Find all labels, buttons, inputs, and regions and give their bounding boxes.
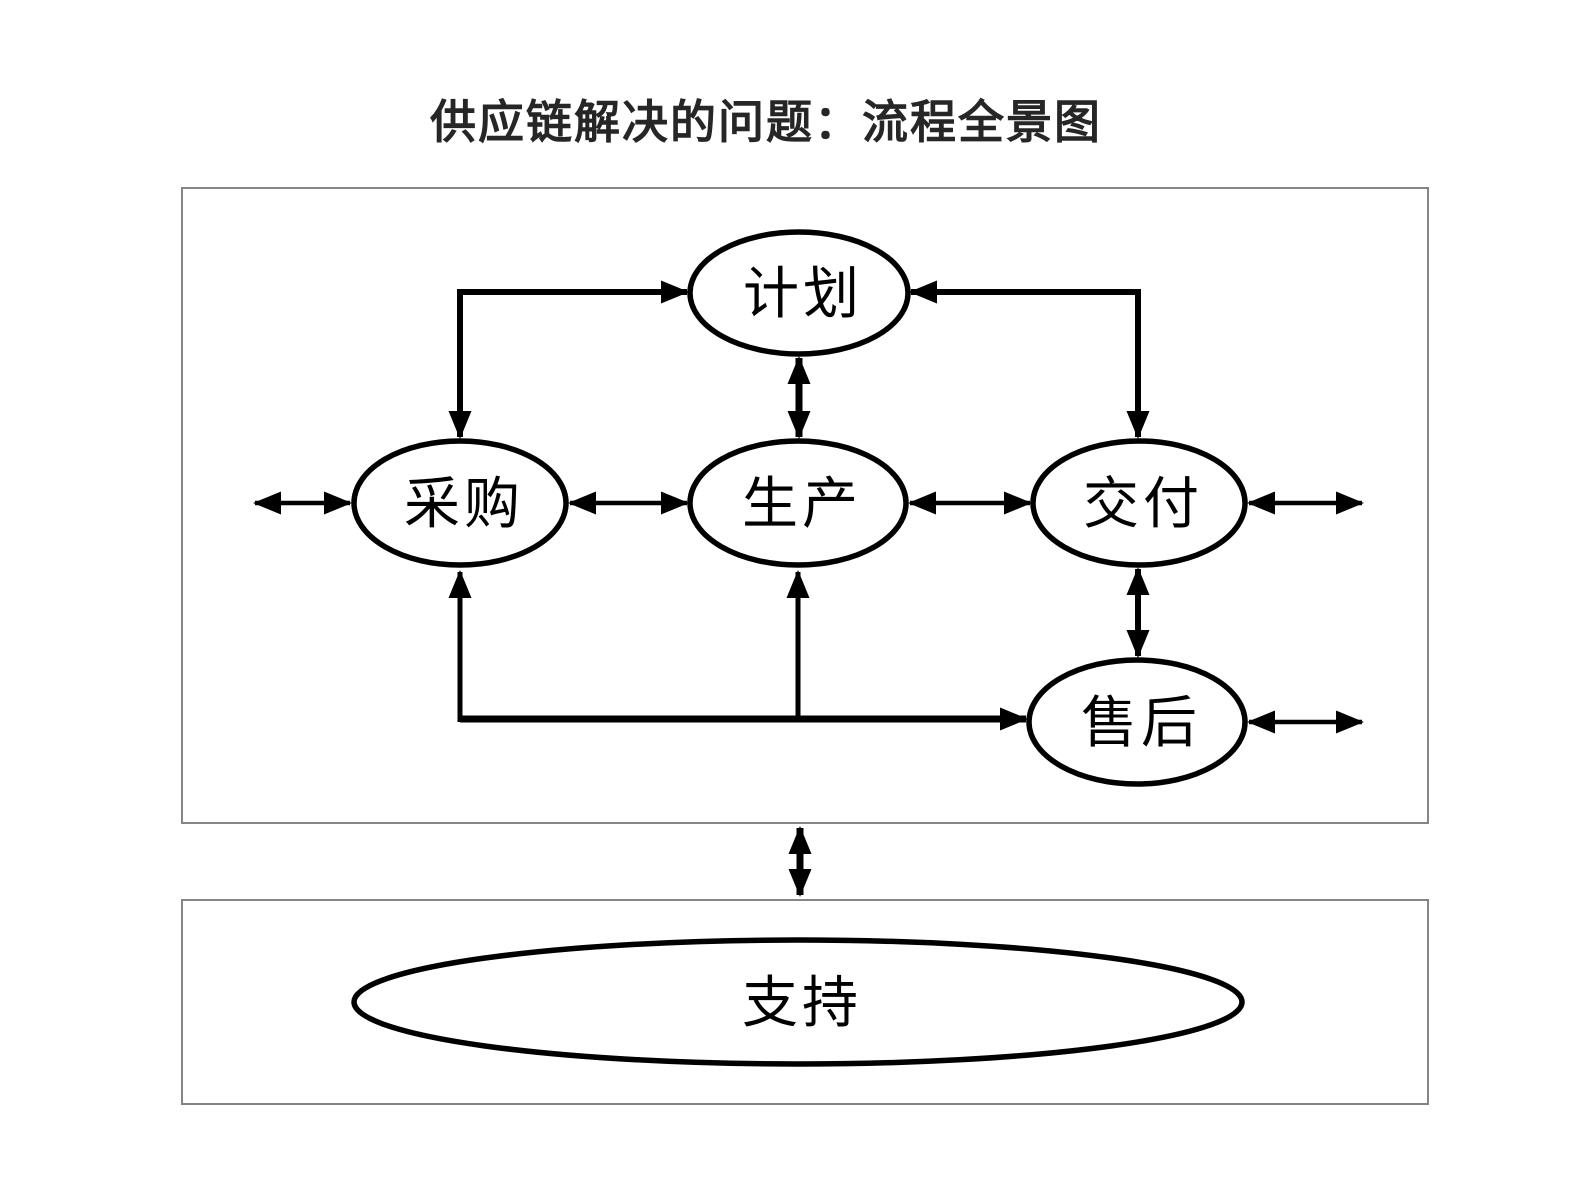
edge-delivery-plan (909, 280, 1150, 439)
node-aftersales: 售后 (1026, 657, 1248, 787)
node-plan-label: 计划 (743, 262, 863, 325)
node-production: 生产 (687, 438, 909, 568)
node-support: 支持 (351, 937, 1245, 1067)
page-title: 供应链解决的问题：流程全景图 (430, 96, 1102, 148)
node-procurement-label: 采购 (404, 472, 524, 535)
node-plan: 计划 (687, 229, 911, 357)
node-procurement: 采购 (351, 438, 569, 568)
node-aftersales-label: 售后 (1081, 691, 1201, 754)
node-delivery: 交付 (1030, 438, 1248, 568)
node-delivery-label: 交付 (1083, 472, 1203, 535)
node-production-label: 生产 (742, 472, 862, 535)
node-support-label: 支持 (742, 971, 862, 1034)
node-production-ellipse (687, 438, 909, 568)
node-aftersales-ellipse (1026, 657, 1248, 787)
node-procurement-ellipse (351, 438, 569, 568)
node-support-ellipse (351, 937, 1245, 1067)
node-delivery-ellipse (1030, 438, 1248, 568)
edge-procurement-plan (448, 280, 689, 439)
node-plan-ellipse (687, 229, 911, 357)
